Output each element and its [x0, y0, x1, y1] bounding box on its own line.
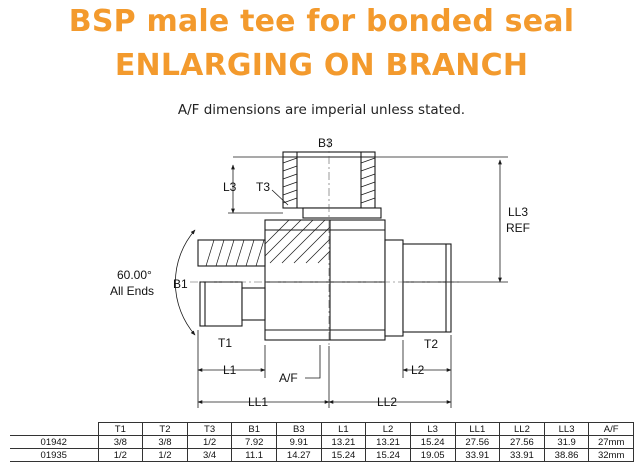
- table-header: LL3: [543, 422, 590, 436]
- table-header-row: T1 T2 T3 B1 B3 L1 L2 L3 LL1 LL2 LL3 A/F: [10, 422, 634, 436]
- table-header: LL2: [499, 422, 545, 436]
- page-subtitle-heading: ENLARGING ON BRANCH: [114, 48, 529, 83]
- table-cell: 13.21: [320, 435, 367, 449]
- label-all-ends: All Ends: [110, 284, 154, 298]
- label-ll3: LL3: [508, 205, 528, 219]
- table-cell: 13.21: [365, 435, 411, 449]
- table-cell: 19.05: [409, 448, 456, 462]
- center-lines: [190, 140, 462, 346]
- label-l2: L2: [411, 363, 425, 377]
- label-t2: T2: [424, 337, 438, 351]
- table-header: B1: [231, 422, 277, 436]
- table-row: 01942 3/8 3/8 1/2 7.92 9.91 13.21 13.21 …: [10, 435, 634, 449]
- table-header: T1: [97, 422, 144, 436]
- table-cell: 33.91: [454, 448, 501, 462]
- label-ll2: LL2: [377, 395, 397, 409]
- table-header: B3: [276, 422, 322, 436]
- table-header: [10, 422, 99, 436]
- table-cell: 9.91: [276, 435, 322, 449]
- table-cell: 3/8: [97, 435, 144, 449]
- table-cell: 1/2: [142, 448, 188, 462]
- table-cell: 27.56: [499, 435, 545, 449]
- label-ref: REF: [506, 221, 530, 235]
- table-cell: 15.24: [365, 448, 411, 462]
- label-af: A/F: [279, 371, 298, 385]
- table-row: 01935 1/2 1/2 3/4 11.1 14.27 15.24 15.24…: [10, 448, 634, 462]
- table-cell: 14.27: [276, 448, 322, 462]
- table-cell: 32mm: [588, 448, 634, 462]
- table-cell: 31.9: [543, 435, 590, 449]
- table-header: T3: [186, 422, 233, 436]
- part-code-cell: 01935: [10, 448, 99, 462]
- table-header: A/F: [588, 422, 634, 436]
- part-code-cell: 01942: [10, 435, 99, 449]
- table-header: L3: [409, 422, 456, 436]
- left-thread-hatch: [205, 239, 265, 267]
- tee-fitting-drawing: B3 L3 T3 LL3 REF 60.00° All Ends B1 T1 T…: [110, 136, 530, 409]
- dimension-lines: [174, 156, 508, 408]
- label-b3: B3: [318, 136, 333, 150]
- table-cell: 15.24: [409, 435, 456, 449]
- label-l3: L3: [223, 180, 237, 194]
- label-l1: L1: [223, 363, 237, 377]
- table-cell: 11.1: [231, 448, 277, 462]
- table-cell: 33.91: [499, 448, 545, 462]
- label-t1: T1: [218, 336, 232, 350]
- label-t3: T3: [256, 180, 270, 194]
- table-header: L1: [320, 422, 367, 436]
- table-cell: 38.86: [543, 448, 590, 462]
- table-cell: 7.92: [231, 435, 277, 449]
- table-header: L2: [365, 422, 411, 436]
- table-cell: 3/4: [186, 448, 233, 462]
- label-angle: 60.00°: [117, 268, 152, 282]
- table-cell: 1/2: [186, 435, 233, 449]
- dimensions-note: A/F dimensions are imperial unless state…: [177, 102, 466, 118]
- table-cell: 27mm: [588, 435, 634, 449]
- table-cell: 1/2: [97, 448, 144, 462]
- body-section-hatch: [264, 219, 331, 264]
- label-b1: B1: [173, 277, 188, 291]
- table-cell: 3/8: [142, 435, 188, 449]
- table-header: LL1: [454, 422, 501, 436]
- table-cell: 27.56: [454, 435, 501, 449]
- page-title: BSP male tee for bonded seal: [68, 4, 575, 39]
- table-cell: 15.24: [320, 448, 367, 462]
- table-header: T2: [142, 422, 188, 436]
- label-ll1: LL1: [248, 395, 268, 409]
- dimensions-table: T1 T2 T3 B1 B3 L1 L2 L3 LL1 LL2 LL3 A/F …: [10, 422, 634, 462]
